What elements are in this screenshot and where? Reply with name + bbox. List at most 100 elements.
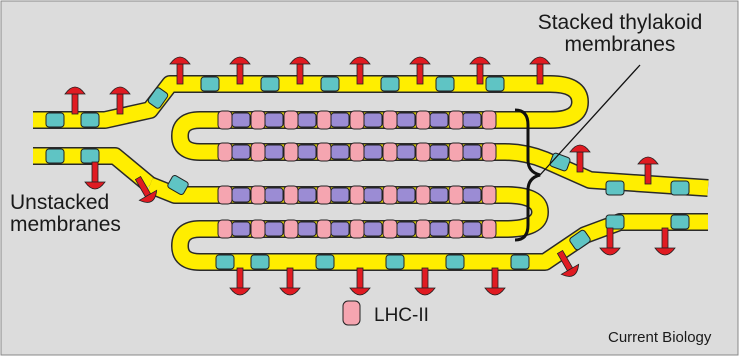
- cyan-complex: [510, 254, 530, 270]
- red-mushroom-protein-icon: [109, 86, 131, 115]
- protein-cap: [349, 56, 371, 65]
- cyan-complex: [605, 180, 625, 196]
- protein-cap: [349, 287, 371, 296]
- protein-cap: [138, 189, 158, 203]
- unstacked-label-line2: membranes: [10, 213, 121, 237]
- protein-stem: [286, 267, 294, 289]
- lhc-ii-complex: [316, 110, 332, 130]
- protein-stem: [416, 63, 424, 85]
- red-mushroom-protein-icon: [64, 86, 86, 115]
- red-mushroom-protein-icon: [229, 267, 251, 296]
- lhc-ii-complex: [448, 110, 464, 130]
- lhc-ii-complex: [217, 110, 233, 130]
- purple-complex: [363, 221, 383, 237]
- stacked-label-line2: membranes: [564, 33, 676, 57]
- lhc-ii-complex: [415, 185, 431, 205]
- bottom-thylakoid-membrane: [147, 178, 708, 270]
- purple-complex: [429, 221, 449, 237]
- lhc-ii-complex: [349, 110, 365, 130]
- protein-stem: [236, 267, 244, 289]
- red-mushroom-protein-icon: [84, 161, 106, 190]
- purple-complex: [297, 221, 317, 237]
- protein-stem: [421, 267, 429, 289]
- stacked-thylakoid-label: Stacked thylakoid membranes: [520, 11, 720, 57]
- red-mushroom-protein-icon: [556, 249, 580, 277]
- purple-complex: [297, 112, 317, 128]
- cyan-complex: [315, 254, 335, 270]
- cyan-complex: [80, 148, 100, 164]
- protein-stem: [606, 227, 614, 249]
- red-mushroom-protein-icon: [469, 56, 491, 85]
- red-mushroom-protein-icon: [529, 56, 551, 85]
- lhc-ii-complex: [382, 142, 398, 162]
- unstacked-membranes-label: Unstacked membranes: [10, 191, 121, 237]
- lhc-ii-complex: [448, 185, 464, 205]
- lhc-ii-complex: [283, 142, 299, 162]
- purple-complex: [297, 144, 317, 160]
- protein-cap: [654, 247, 676, 256]
- protein-cap: [64, 86, 86, 95]
- purple-complex: [462, 144, 482, 160]
- lhc-ii-complex: [283, 110, 299, 130]
- lhc-ii-complex: [349, 142, 365, 162]
- purple-complex: [330, 112, 350, 128]
- lhc-ii-complex: [481, 185, 497, 205]
- lhc-ii-complex: [250, 219, 266, 239]
- purple-complex: [330, 221, 350, 237]
- protein-stem: [661, 227, 669, 249]
- source-credit: Current Biology: [608, 329, 712, 346]
- protein-stem: [476, 63, 484, 85]
- lhc-ii-complex: [283, 185, 299, 205]
- protein-cap: [529, 56, 551, 65]
- protein-stem: [176, 63, 184, 85]
- annotation-layer: [342, 64, 641, 326]
- purple-complex: [396, 221, 416, 237]
- protein-cap: [229, 287, 251, 296]
- red-mushroom-protein-icon: [484, 267, 506, 296]
- purple-complex: [231, 112, 251, 128]
- purple-complex: [264, 112, 284, 128]
- purple-complex: [231, 221, 251, 237]
- purple-complex: [396, 112, 416, 128]
- cyan-complex: [250, 254, 270, 270]
- lhc-ii-complex: [250, 185, 266, 205]
- cyan-complex: [605, 214, 625, 230]
- lhc-ii-complex: [250, 110, 266, 130]
- stacked-label-line1: Stacked thylakoid: [537, 11, 703, 34]
- purple-complex: [396, 144, 416, 160]
- red-mushroom-protein-icon: [349, 267, 371, 296]
- protein-cap: [229, 56, 251, 65]
- lhc-ii-complex: [250, 142, 266, 162]
- red-mushroom-protein-icon: [409, 56, 431, 85]
- protein-cap: [414, 287, 436, 296]
- cyan-complex: [445, 254, 465, 270]
- purple-complex: [429, 187, 449, 203]
- unstacked-label-line1: Unstacked: [10, 191, 110, 214]
- lhc-ii-complex: [382, 219, 398, 239]
- purple-complex: [363, 112, 383, 128]
- lhc-ii-complex: [448, 142, 464, 162]
- protein-cap: [289, 56, 311, 65]
- red-mushroom-protein-icon: [169, 56, 191, 85]
- cyan-complex: [80, 112, 100, 128]
- purple-complex: [231, 187, 251, 203]
- lhc-ii-complex: [316, 142, 332, 162]
- purple-complex: [297, 187, 317, 203]
- cyan-complex: [45, 148, 65, 164]
- protein-stem: [236, 63, 244, 85]
- red-mushroom-protein-icon: [654, 227, 676, 256]
- stacked-label-pointer-line: [539, 64, 641, 176]
- protein-stem: [356, 63, 364, 85]
- lhc-ii-legend-swatch: [342, 300, 361, 326]
- purple-complex: [264, 221, 284, 237]
- lhc-ii-complex: [382, 110, 398, 130]
- purple-complex: [462, 112, 482, 128]
- lhc-ii-complex: [316, 219, 332, 239]
- purple-complex: [363, 144, 383, 160]
- lhc-ii-complex: [349, 185, 365, 205]
- red-mushroom-protein-icon: [569, 144, 591, 173]
- lhc-ii-complex: [217, 219, 233, 239]
- red-mushroom-protein-icon: [414, 267, 436, 296]
- red-mushroom-protein-icon: [229, 56, 251, 85]
- lhc-ii-complex: [415, 219, 431, 239]
